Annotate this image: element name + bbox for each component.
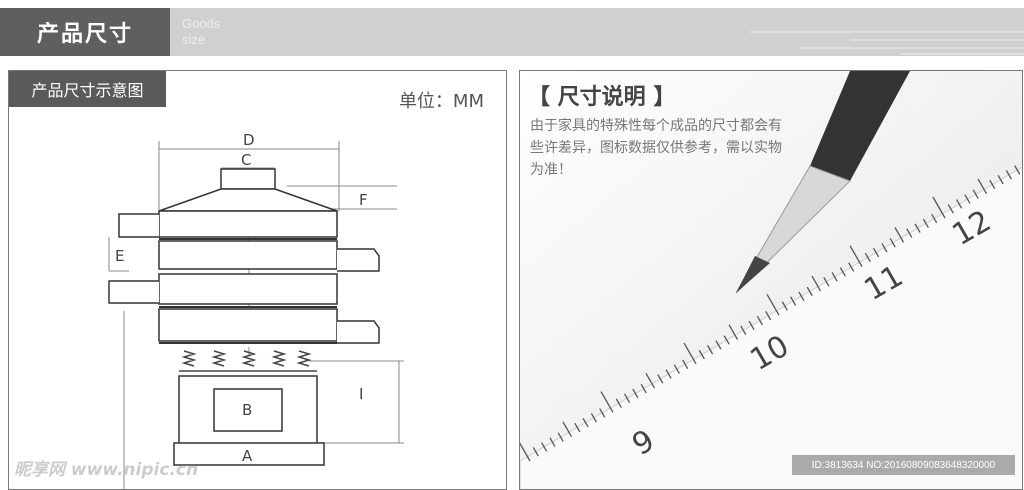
note-text: 由于家具的特殊性每个成品的尺寸都会有些许差异，图标数据仅供参考，需以实物为准！ [530, 118, 782, 178]
ruler-tick [849, 245, 863, 267]
ruler-tick [520, 442, 531, 462]
ruler-tick [740, 325, 747, 335]
ruler-tick [1005, 170, 1012, 180]
label-f: F [359, 191, 368, 209]
label-d: D [243, 131, 255, 149]
ruler-tick [645, 372, 656, 389]
ruler-tick [906, 228, 913, 238]
ruler-tick [640, 383, 647, 394]
ruler-tick [756, 315, 763, 326]
note-panel: 9 10 11 12 【 尺寸说明 】 由于家具的特殊性每个成品的尺寸都会有些许… [519, 70, 1023, 490]
image-id: ID:3813634 NO:20160809083648320000 [792, 455, 1015, 475]
ruler-tick [956, 199, 963, 209]
ruler-tick [683, 342, 697, 365]
ruler-tick [914, 223, 921, 233]
ruler-tick [748, 320, 755, 331]
ruler-tick [765, 311, 772, 321]
ruler-tick [823, 277, 830, 287]
subtitle-line1: Goods [182, 16, 221, 31]
ruler-tick [682, 359, 689, 369]
ruler-tick [541, 442, 548, 452]
pencil-ruler-photo: 9 10 11 12 [520, 71, 1022, 489]
ruler-tick [723, 335, 730, 345]
note-title: 【 尺寸说明 】 [528, 85, 676, 110]
header-title: 产品尺寸 [0, 8, 170, 56]
ruler-tick [790, 296, 797, 306]
ruler-tick [624, 393, 631, 404]
ruler-tick [599, 408, 606, 418]
ruler-tick [831, 272, 838, 282]
ruler-tick [873, 247, 880, 258]
ruler-tick [989, 179, 996, 190]
ruler-tick [673, 364, 680, 374]
ruler-tick [549, 437, 556, 447]
ruler-tick [781, 301, 788, 311]
ruler-tick [615, 398, 622, 408]
machine-drawing: D C F E I B A [108, 131, 404, 489]
ruler-tick [864, 252, 871, 263]
ruler-tick [532, 447, 539, 457]
label-b: B [242, 401, 252, 419]
ruler-tick [698, 349, 705, 360]
ruler-tick [562, 421, 573, 438]
subtitle-line2: size [182, 32, 206, 47]
ruler-tick [931, 213, 938, 224]
ruler-tick [557, 432, 564, 442]
ruler-tick [881, 242, 888, 253]
ruler-tick [707, 345, 714, 355]
ruler-tick [839, 267, 846, 277]
ruler-tick [590, 413, 597, 423]
ruler-tick [665, 369, 672, 379]
diagram-panel: 产品尺寸示意图 单位：MM D C F E I B A [8, 70, 507, 490]
unit-label: 单位：MM [398, 91, 484, 112]
ruler-tick [972, 189, 979, 199]
label-e: E [115, 247, 124, 265]
ruler-tick [766, 293, 780, 316]
label-i: I [359, 385, 363, 403]
ruler-tick [582, 417, 589, 428]
ruler-tick [894, 227, 905, 243]
ruler-tick [728, 324, 739, 340]
ruler-tick [574, 422, 581, 433]
ruler-tick [811, 275, 822, 292]
label-a: A [242, 447, 253, 465]
ruler-tick [922, 218, 929, 229]
ruler-tick [1014, 165, 1021, 175]
watermark-logo: 昵享网 www.nipic.cn [14, 460, 199, 480]
ruler-tick [947, 204, 954, 214]
ruler-tick [657, 374, 664, 384]
ruler-tick [632, 388, 639, 399]
ruler-tick [997, 174, 1004, 185]
ruler-tick [848, 262, 855, 272]
ruler-tick [600, 391, 614, 413]
ruler-tick [964, 194, 971, 204]
ruler-tick [715, 340, 722, 350]
label-c: C [241, 151, 251, 169]
diagram-tag: 产品尺寸示意图 [9, 71, 166, 107]
ruler-tick [932, 196, 946, 219]
ruler-tick [889, 238, 896, 248]
ruler-tick [798, 291, 805, 301]
ruler-tick [977, 178, 988, 195]
pencil [735, 71, 910, 294]
ruler-tick [806, 286, 813, 297]
decor-lines [750, 31, 1024, 55]
